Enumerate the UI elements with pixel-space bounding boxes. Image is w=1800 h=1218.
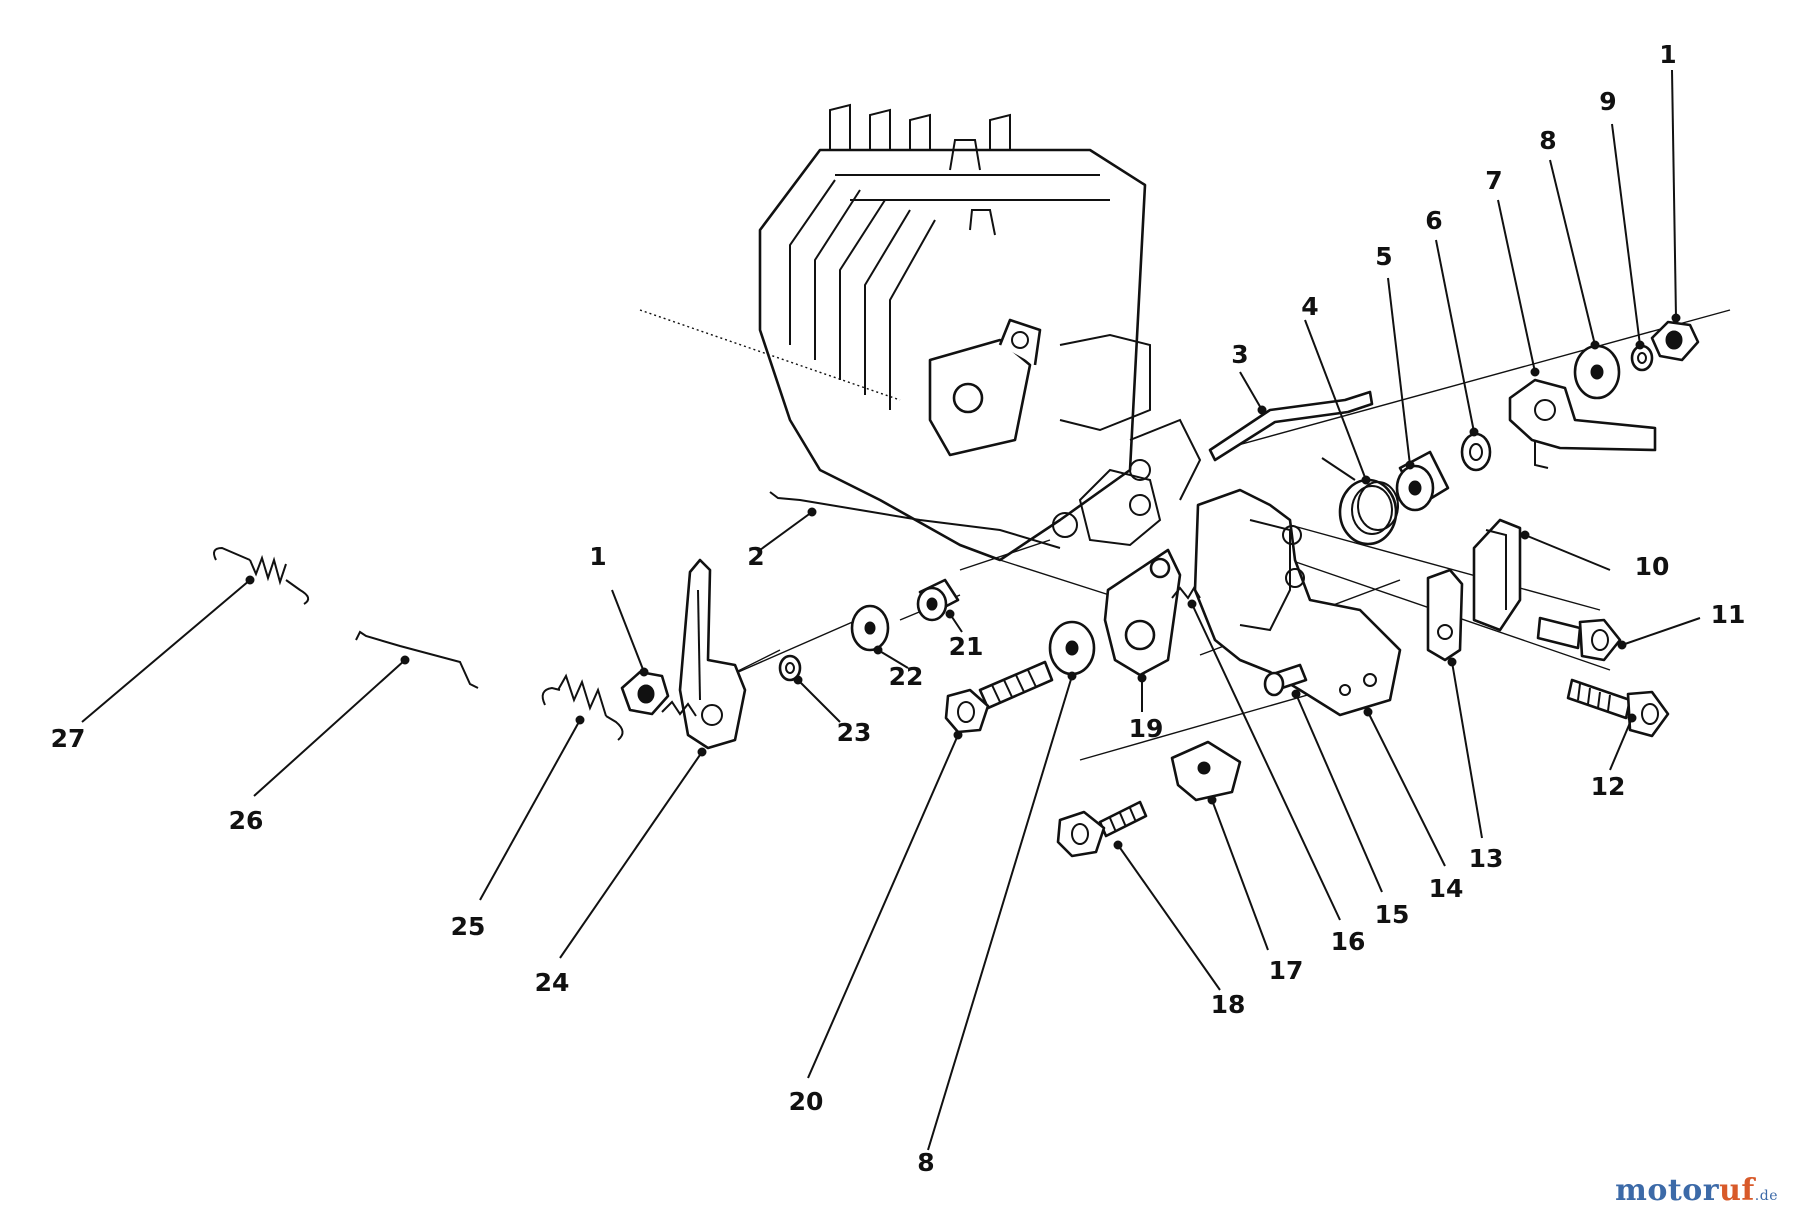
- callout-15: 15: [1375, 900, 1410, 929]
- small-spring-part: [1171, 586, 1201, 600]
- pivot-pin-part: [1263, 663, 1308, 697]
- lock-washer-part: [1630, 344, 1654, 372]
- link-bracket-part: [1426, 568, 1464, 662]
- governor-lever-part: [678, 558, 747, 750]
- governor-shaft-part: [1208, 390, 1374, 462]
- leader-lines: [81, 69, 1701, 1151]
- callout-16: 16: [1331, 927, 1366, 956]
- callout-20: 20: [789, 1087, 824, 1116]
- callout-19: 19: [1129, 714, 1164, 743]
- callout-23: 23: [837, 718, 872, 747]
- long-bolt-part: [944, 660, 1054, 734]
- clamp-screw-part: [1056, 800, 1148, 858]
- hex-screw-part: [1536, 616, 1622, 662]
- callout-13: 13: [1469, 844, 1504, 873]
- cable-clamp-part: [1170, 740, 1242, 802]
- bushing-part: [1395, 450, 1450, 512]
- callout-14: 14: [1429, 874, 1464, 903]
- callout-numbers: 1 9 8 7 6 5 4 3 2 10 11 12 13 14 15 16 1…: [51, 40, 1746, 1177]
- callout-10: 10: [1635, 552, 1670, 581]
- hex-nut-left-part: [620, 670, 670, 716]
- control-bracket-part: [1508, 378, 1657, 469]
- callout-3: 3: [1231, 340, 1248, 369]
- callout-2: 2: [747, 542, 764, 571]
- callout-1-left: 1: [589, 542, 606, 571]
- flange-bolt-part: [1566, 678, 1670, 738]
- callout-11: 11: [1711, 600, 1746, 629]
- callout-8-bottom: 8: [917, 1148, 934, 1177]
- governor-plate-part: [1193, 488, 1402, 717]
- callout-6: 6: [1425, 206, 1442, 235]
- callout-18: 18: [1211, 990, 1246, 1019]
- governor-rod-part: [769, 491, 1061, 549]
- engine-block: [758, 103, 1202, 562]
- hex-nut-part: [1650, 320, 1700, 362]
- throttle-lever-part: [1103, 548, 1182, 677]
- leader-dots: [245, 313, 1681, 850]
- callout-1-top: 1: [1659, 40, 1676, 69]
- callout-4: 4: [1301, 292, 1318, 321]
- lever-spring-part: [661, 700, 697, 717]
- flat-washer-part: [1573, 344, 1621, 400]
- callout-12: 12: [1591, 772, 1626, 801]
- angle-bracket-part: [1472, 518, 1522, 632]
- thrust-washer-part: [1460, 432, 1492, 472]
- extension-spring-25-part: [541, 673, 624, 741]
- callout-22: 22: [889, 662, 924, 691]
- washer-22-part: [850, 604, 890, 652]
- coil-spring-part: [1321, 457, 1399, 546]
- lock-washer-23-part: [778, 654, 802, 682]
- callout-21: 21: [949, 632, 984, 661]
- callout-7: 7: [1485, 166, 1502, 195]
- watermark-logo: motoruf.de: [1615, 1173, 1778, 1208]
- callout-8-top: 8: [1539, 126, 1556, 155]
- flat-washer-lower-part: [1048, 620, 1096, 676]
- callout-9: 9: [1599, 87, 1616, 116]
- link-rod-26-part: [355, 630, 479, 689]
- callout-25: 25: [451, 912, 486, 941]
- callout-17: 17: [1269, 956, 1304, 985]
- extension-spring-27-part: [213, 546, 310, 605]
- callout-24: 24: [535, 968, 570, 997]
- callout-5: 5: [1375, 242, 1392, 271]
- callout-27: 27: [51, 724, 86, 753]
- spacer-part: [916, 578, 960, 622]
- callout-26: 26: [229, 806, 264, 835]
